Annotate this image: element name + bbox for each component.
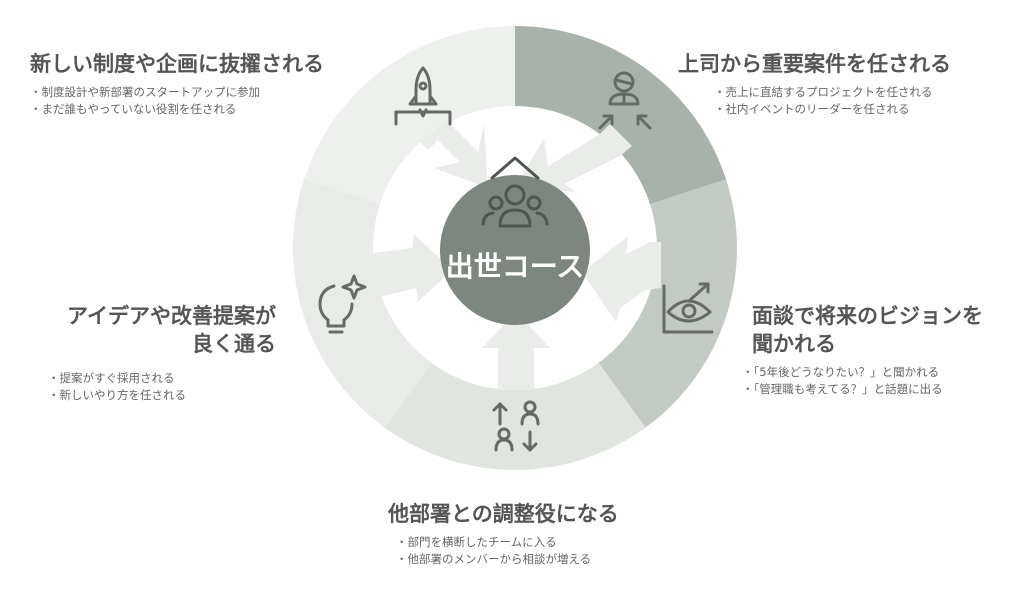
title-left-line2: 良く通る: [192, 332, 276, 356]
list-item: まだ誰もやっていない役割を任される: [30, 101, 324, 118]
list-item: 社内イベントのリーダーを任される: [714, 101, 951, 118]
list-item: 制度設計や新部署のスタートアップに参加: [30, 84, 324, 101]
people-exchange-icon: [492, 400, 540, 452]
bullets-top-left: 制度設計や新部署のスタートアップに参加 まだ誰もやっていない役割を任される: [30, 84, 324, 118]
arrow-from-left: [366, 234, 452, 302]
block-bottom: 他部署との調整役になる 部門を横断したチームに入る 他部署のメンバーから相談が増…: [388, 500, 619, 568]
segment-top-right: [515, 26, 727, 205]
block-right: 面談で将来のビジョンを 聞かれる 「5年後どうなりたい？」と聞かれる 「管理職も…: [752, 302, 983, 398]
rocket-launch-icon: [394, 66, 452, 126]
list-item: 「管理職も考えてる？」と話題に出る: [742, 381, 983, 398]
arrow-from-bottom: [482, 312, 550, 390]
segment-right: [598, 179, 737, 428]
arrow-from-top-right: [516, 124, 632, 192]
segment-top-left: [303, 26, 515, 205]
bullets-right: 「5年後どうなりたい？」と聞かれる 「管理職も考えてる？」と話題に出る: [742, 364, 983, 398]
person-arrows-in-icon: [598, 71, 652, 130]
list-item: 他部署のメンバーから相談が増える: [396, 551, 619, 568]
bullets-top-right: 売上に直結するプロジェクトを任される 社内イベントのリーダーを任される: [714, 84, 951, 118]
list-item: 提案がすぐ採用される: [48, 370, 276, 387]
title-bottom: 他部署との調整役になる: [388, 502, 619, 526]
title-top-left: 新しい制度や企画に抜擢される: [30, 52, 324, 76]
title-left-line1: アイデアや改善提案が: [67, 304, 276, 328]
vision-chart-icon: [662, 282, 714, 334]
list-item: 「5年後どうなりたい？」と聞かれる: [742, 364, 983, 381]
list-item: 売上に直結するプロジェクトを任される: [714, 84, 951, 101]
bullets-bottom: 部門を横断したチームに入る 他部署のメンバーから相談が増える: [396, 534, 619, 568]
arrow-from-right: [582, 236, 661, 322]
lightbulb-sparkle-icon: [318, 274, 367, 334]
bullets-left: 提案がすぐ採用される 新しいやり方を任される: [48, 370, 276, 404]
list-item: 部門を横断したチームに入る: [396, 534, 619, 551]
block-top-right: 上司から重要案件を任される 売上に直結するプロジェクトを任される 社内イベントの…: [678, 50, 951, 118]
team-up-icon: [481, 156, 549, 228]
segment-bottom: [384, 362, 646, 471]
center-circle: [440, 175, 590, 325]
title-right-line1: 面談で将来のビジョンを: [752, 304, 983, 328]
center-label: 出世コース: [446, 251, 585, 282]
list-item: 新しいやり方を任される: [48, 387, 276, 404]
block-top-left: 新しい制度や企画に抜擢される 制度設計や新部署のスタートアップに参加 まだ誰もや…: [30, 50, 324, 118]
title-right-line2: 聞かれる: [752, 332, 836, 356]
block-left: アイデアや改善提案が 良く通る 提案がすぐ採用される 新しいやり方を任される: [46, 302, 277, 404]
segment-left: [293, 179, 432, 428]
arrow-from-top-left: [420, 120, 488, 188]
title-top-right: 上司から重要案件を任される: [678, 52, 951, 76]
